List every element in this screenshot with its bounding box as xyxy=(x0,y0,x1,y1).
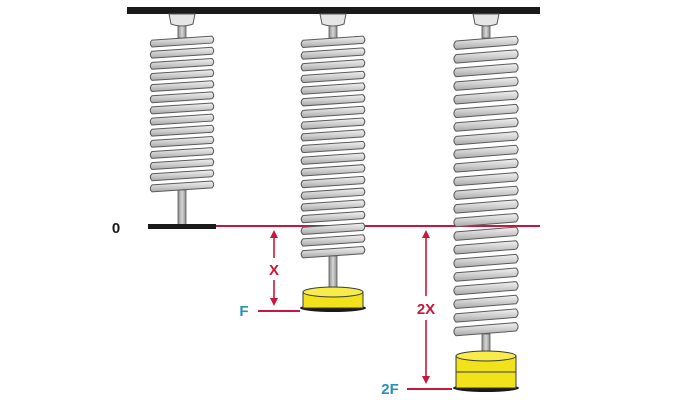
spring-coil xyxy=(453,226,519,241)
spring-coil xyxy=(453,322,519,337)
spring-coil xyxy=(453,103,519,119)
spring-coil xyxy=(300,222,366,235)
spring-coil xyxy=(453,49,519,64)
spring-coil xyxy=(300,187,366,200)
weight-2f xyxy=(453,350,519,392)
spring-coil xyxy=(300,94,366,107)
x-dimension-arrow xyxy=(270,230,278,306)
spring-coil xyxy=(149,80,215,93)
spring-coil xyxy=(149,180,215,193)
spring-coil xyxy=(300,245,366,259)
weight-f xyxy=(300,286,366,312)
spring-coil xyxy=(453,281,519,296)
spring-coil xyxy=(453,144,519,160)
spring-coil xyxy=(453,212,519,228)
spring-coil xyxy=(453,76,519,91)
spring-coil xyxy=(453,131,519,146)
ceiling-bar xyxy=(127,7,540,14)
spring-coil xyxy=(149,91,215,104)
2x-label: 2X xyxy=(417,301,435,318)
spring-coil xyxy=(453,199,519,214)
2x-dimension-arrow xyxy=(422,230,430,384)
spring-coil xyxy=(300,199,366,212)
spring-coil xyxy=(300,152,366,165)
spring-coil xyxy=(149,46,215,59)
spring-coil xyxy=(453,90,519,105)
spring-load-f xyxy=(300,13,366,293)
spring-load-2f xyxy=(453,13,519,357)
2f-label: 2F xyxy=(381,381,399,398)
spring-coil xyxy=(300,140,366,154)
spring-coil xyxy=(453,308,519,323)
spring-coil xyxy=(149,135,215,148)
spring-coil xyxy=(300,82,366,95)
spring-coil xyxy=(149,57,215,70)
x-label: X xyxy=(269,262,279,279)
spring-coil xyxy=(149,69,215,81)
spring-coil xyxy=(300,70,366,84)
spring-coil xyxy=(149,169,215,182)
spring-unloaded xyxy=(149,13,215,227)
spring-coil xyxy=(300,175,366,189)
spring-coil xyxy=(300,117,366,130)
spring-coil xyxy=(453,117,519,132)
spring-coil xyxy=(149,147,215,159)
spring-coil xyxy=(300,59,366,72)
spring-coil xyxy=(149,113,215,126)
spring-coil xyxy=(453,35,519,50)
spring-coil xyxy=(453,253,519,269)
f-label: F xyxy=(239,303,248,320)
spring-coil xyxy=(300,210,366,224)
spring-coil xyxy=(453,185,519,200)
spring-coil xyxy=(453,240,519,255)
spring-coil xyxy=(453,267,519,282)
spring-coil xyxy=(300,47,366,60)
spring-coil xyxy=(453,62,519,78)
spring-coil xyxy=(300,35,366,49)
spring-coil xyxy=(453,158,519,173)
spring-coil xyxy=(300,164,366,177)
spring-1-end-plate xyxy=(148,224,216,229)
spring-coil xyxy=(300,234,366,247)
spring-coil xyxy=(453,294,519,310)
spring-coil xyxy=(149,124,215,137)
spring-coil xyxy=(453,172,519,187)
spring-coil xyxy=(300,105,366,119)
spring-coil xyxy=(300,129,366,142)
spring-coil xyxy=(149,102,215,115)
zero-label: 0 xyxy=(112,220,120,237)
spring-coil xyxy=(149,35,215,48)
spring-coil xyxy=(149,158,215,171)
